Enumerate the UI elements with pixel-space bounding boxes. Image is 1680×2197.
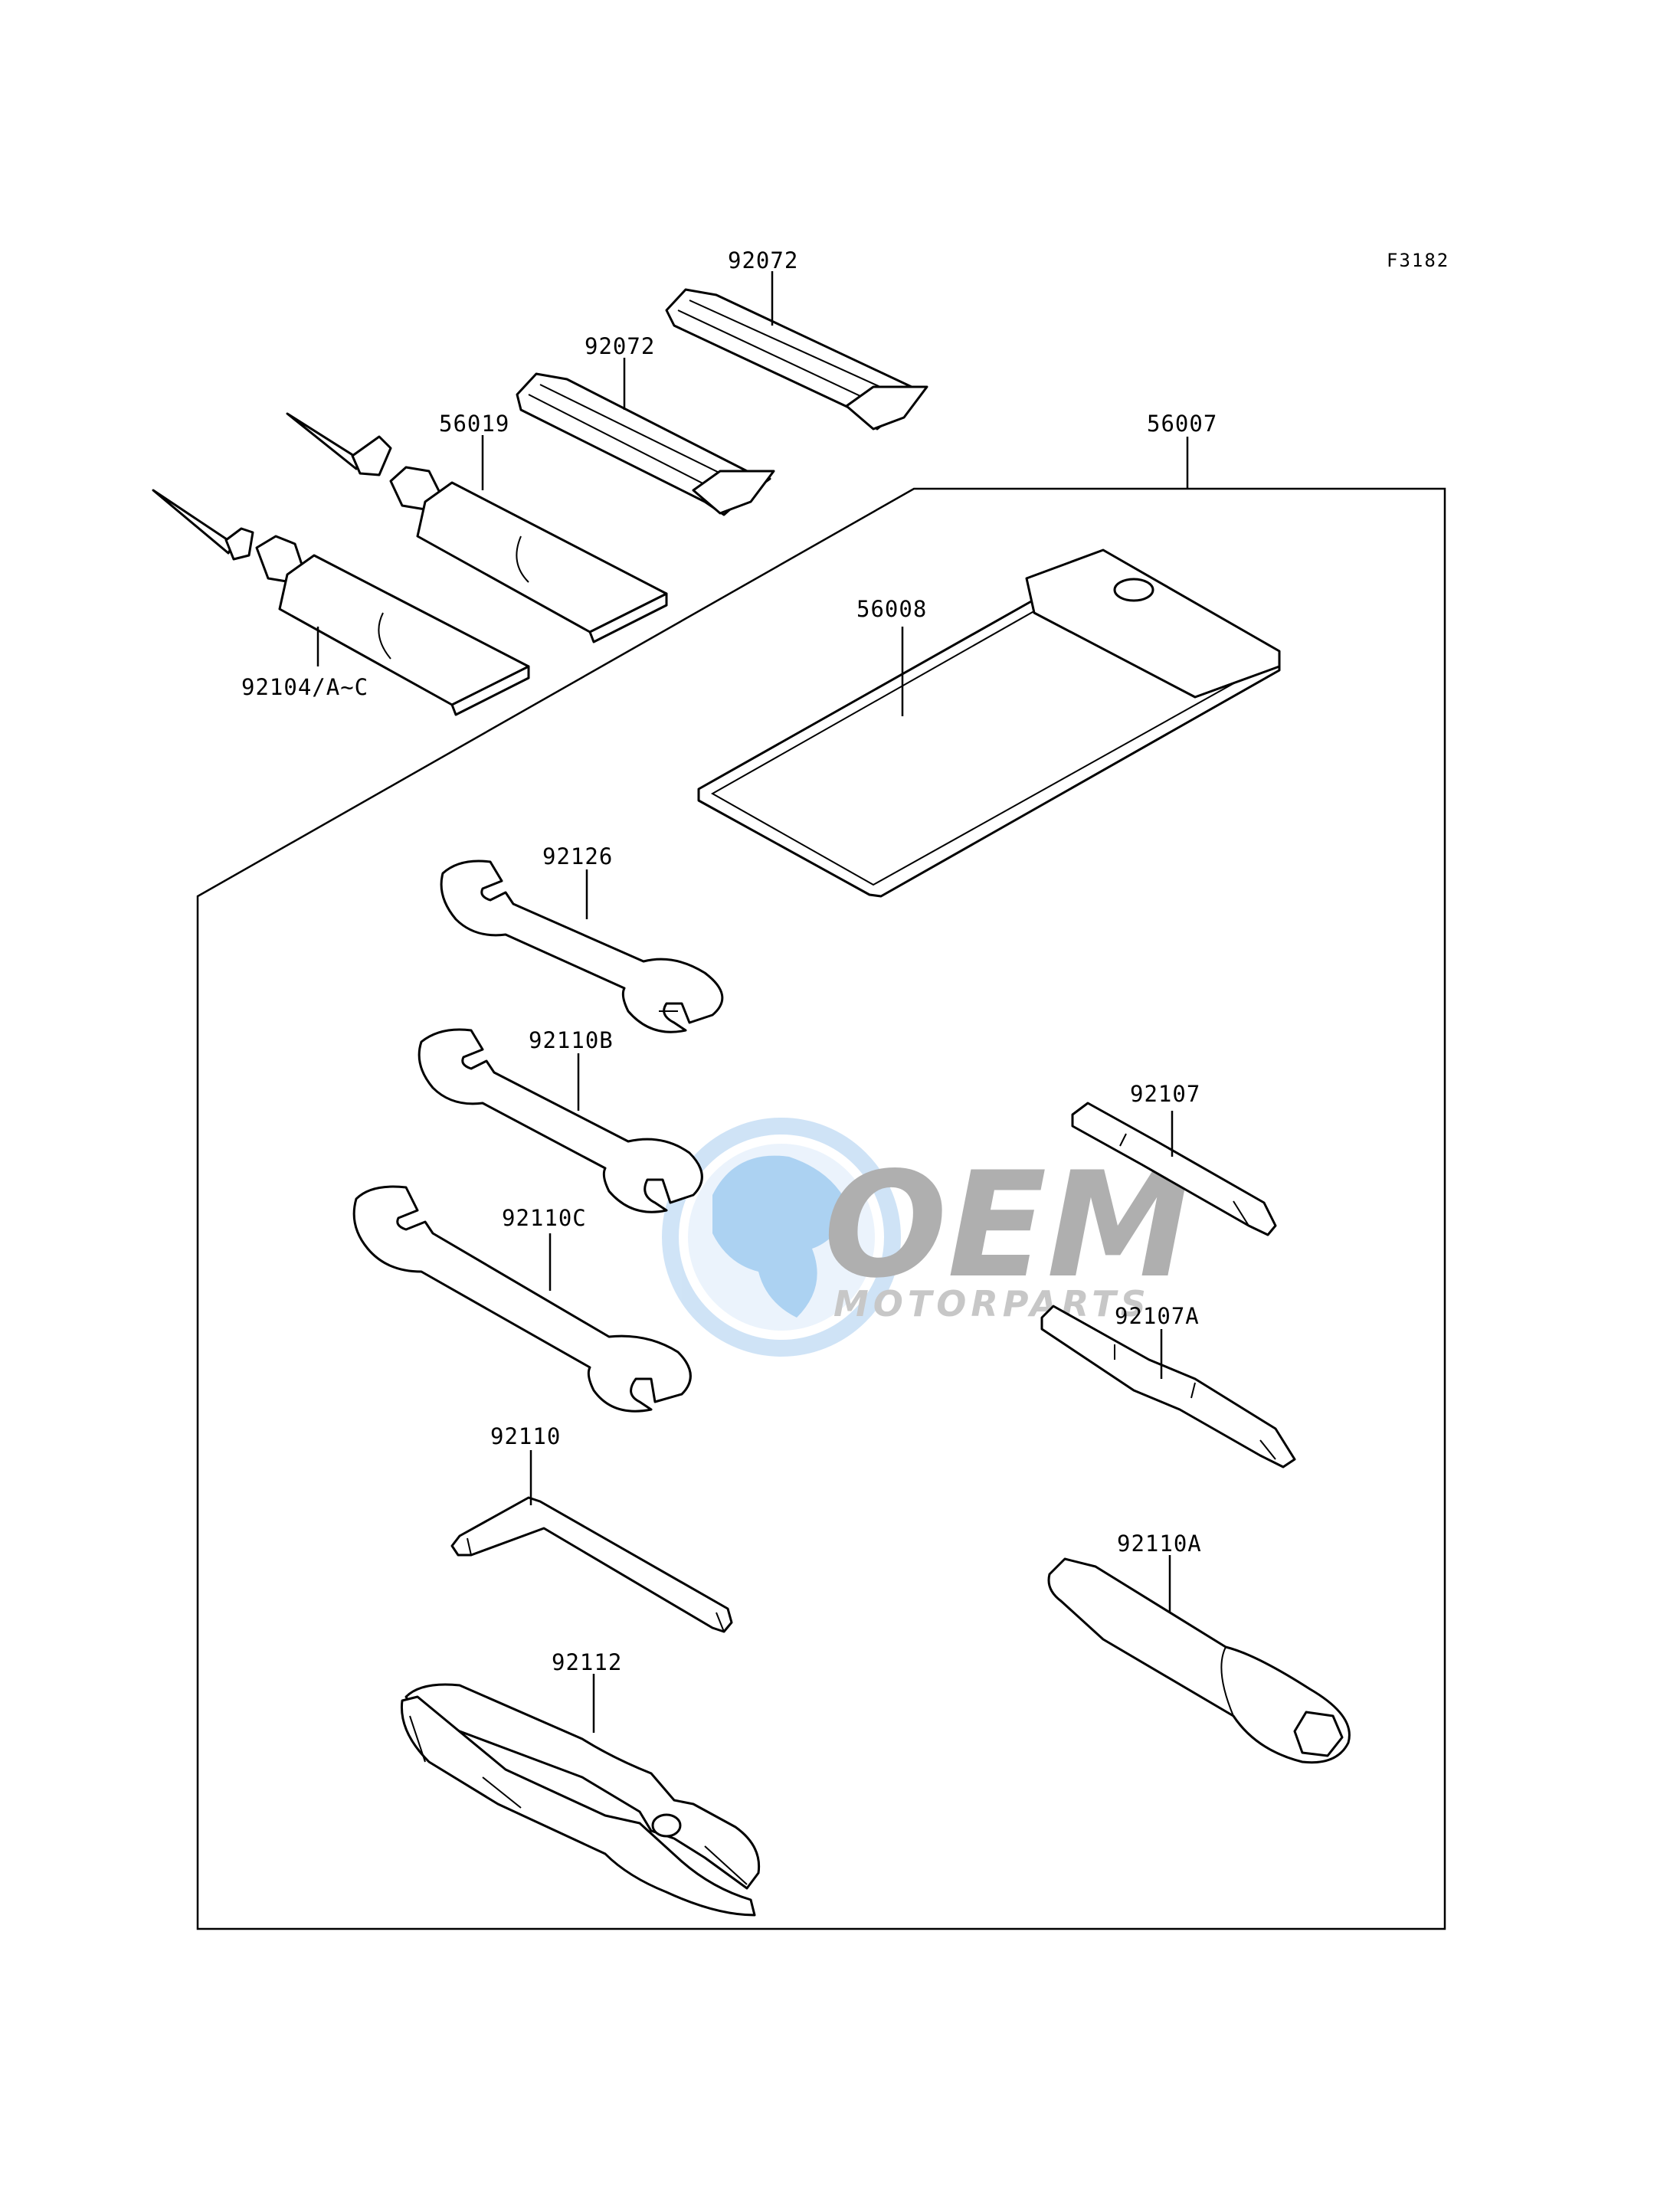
wrench-3 <box>352 1185 692 1413</box>
part-label-hex-key: 92110 <box>490 1423 561 1449</box>
part-label-screwdriver: 92107 <box>1130 1081 1200 1107</box>
part-label-wrench-2: 92110B <box>529 1027 614 1053</box>
part-label-wrench-1: 92126 <box>542 843 613 869</box>
figure-code: F3182 <box>1387 250 1449 271</box>
part-label-strap-lower: 92072 <box>585 333 655 359</box>
part-label-tool-kit: 56007 <box>1147 411 1217 437</box>
watermark-subtitle: MOTORPARTS <box>833 1283 1151 1324</box>
part-label-pliers: 92112 <box>552 1649 622 1675</box>
grease-tube <box>152 489 530 716</box>
part-label-grease-tube: 92104/A~C <box>241 674 368 700</box>
tool-bag <box>697 548 1281 898</box>
pliers <box>400 1683 761 1917</box>
part-label-wrench-3: 92110C <box>502 1205 587 1231</box>
part-label-screwdriver-bit: 92107A <box>1115 1303 1200 1329</box>
sealant-tube <box>286 412 668 643</box>
wrench-2 <box>418 1028 703 1213</box>
part-label-plug-wrench: 92110A <box>1117 1531 1202 1557</box>
screwdriver-bit <box>1040 1305 1296 1468</box>
plug-wrench <box>1047 1557 1351 1764</box>
strap-lower <box>516 372 775 516</box>
kit-outline <box>196 487 1446 1930</box>
strap-upper <box>665 288 928 431</box>
part-label-tool-bag: 56008 <box>856 596 927 622</box>
part-label-sealant-tube: 56019 <box>439 411 509 437</box>
screwdriver <box>1071 1102 1277 1236</box>
watermark-logo: OEM MOTORPARTS <box>662 1118 1191 1357</box>
part-label-strap-upper: 92072 <box>728 247 798 273</box>
hex-key <box>450 1496 733 1633</box>
wrench-1 <box>440 859 724 1033</box>
watermark-brand: OEM <box>824 1141 1191 1310</box>
